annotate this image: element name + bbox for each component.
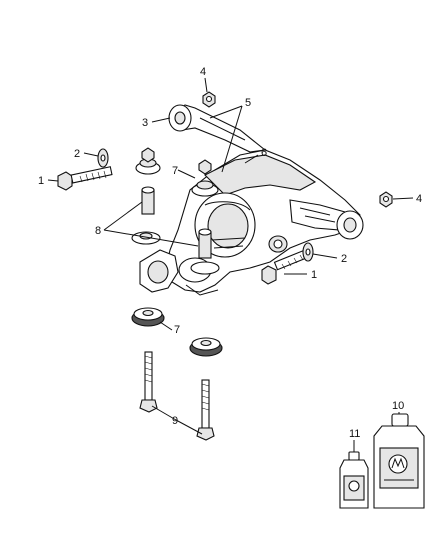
callout-11: 11 (349, 428, 360, 440)
right-mount-bushing (336, 210, 364, 240)
callout-3: 3 (142, 117, 148, 129)
callout-2-left: 2 (74, 148, 80, 160)
callout-2-right: 2 (341, 253, 347, 265)
spacer-upper-left (141, 186, 155, 215)
bushing-lower-1 (131, 307, 165, 327)
nut-right (379, 191, 393, 208)
spacer-upper-right (198, 228, 212, 259)
washer-left (97, 148, 109, 168)
bushing-upper-right (191, 159, 219, 197)
callout-9: 9 (172, 415, 178, 427)
bolt-left (57, 166, 113, 191)
callout-5: 5 (245, 97, 251, 109)
bushing-lower-left (131, 231, 161, 245)
callout-labels: 1 1 2 2 3 4 4 5 6 7 7 8 9 10 11 (38, 66, 422, 440)
long-bolt-1 (139, 351, 158, 413)
additive-bottle-small (339, 451, 369, 509)
callout-1-right: 1 (311, 269, 317, 281)
bolt-right (261, 249, 308, 285)
bushing-lower-2 (189, 337, 223, 357)
callout-10: 10 (392, 400, 404, 412)
callout-7-upper: 7 (172, 165, 178, 177)
upper-mount-bracket (168, 104, 267, 153)
callout-6: 6 (261, 147, 267, 159)
bushing-upper-left (135, 147, 161, 175)
callout-4-top: 4 (200, 66, 206, 78)
leader-lines (47, 77, 414, 452)
bushing-mid-right (190, 261, 220, 275)
callout-4-right: 4 (416, 193, 422, 205)
callout-1-left: 1 (38, 175, 44, 187)
washer-right (302, 242, 314, 262)
long-bolt-2 (196, 379, 215, 441)
nut-top (202, 91, 216, 108)
callout-8: 8 (95, 225, 101, 237)
callout-7-lower: 7 (174, 324, 180, 336)
oil-bottle-large (373, 413, 425, 509)
